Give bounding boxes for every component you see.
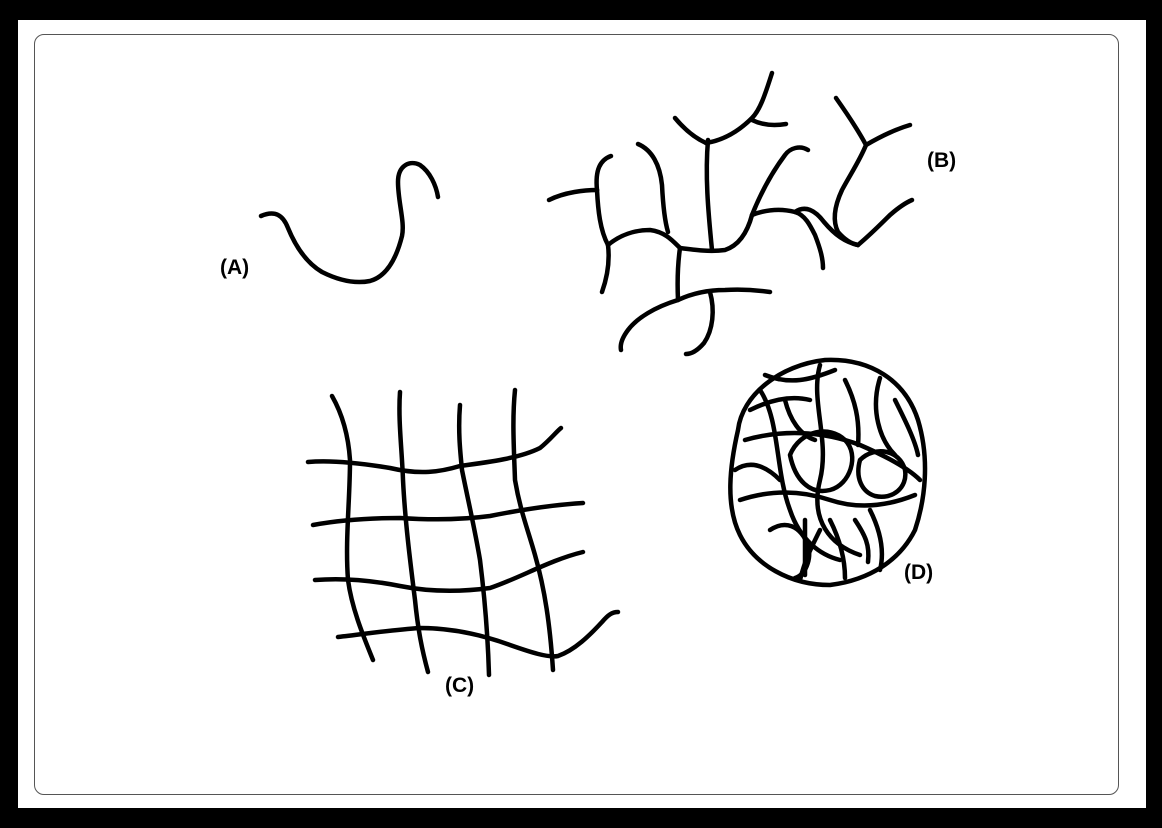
label-d: (D) (904, 562, 933, 583)
branched-chain-icon (549, 73, 912, 354)
label-a: (A) (220, 257, 249, 278)
label-c: (C) (445, 675, 474, 696)
linear-chain-icon (261, 163, 438, 282)
label-b: (B) (927, 150, 956, 171)
tangled-coil-icon (730, 360, 925, 585)
cross-linked-network-icon (308, 390, 618, 675)
